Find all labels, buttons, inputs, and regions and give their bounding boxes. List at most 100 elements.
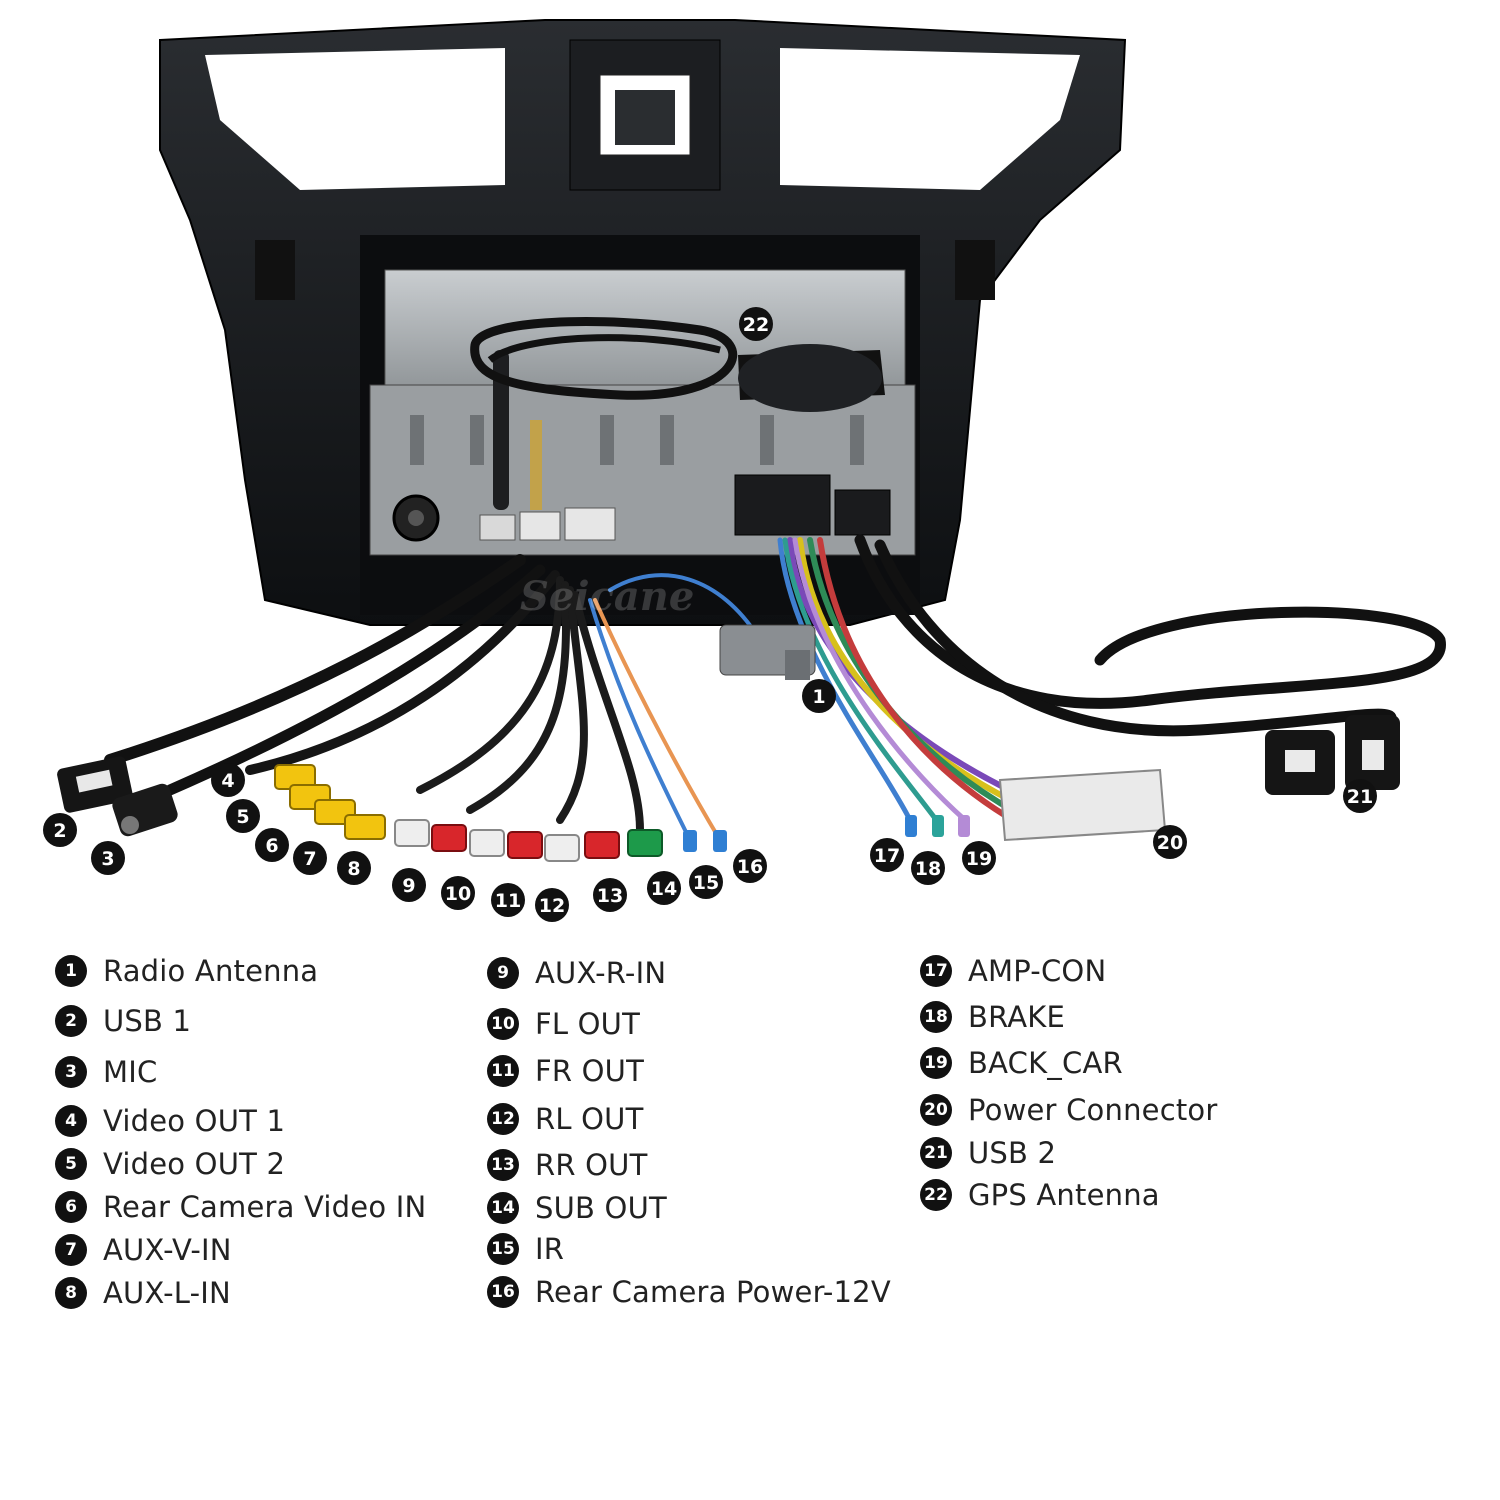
legend-number-badge: 14 xyxy=(487,1192,519,1224)
legend-number-badge: 6 xyxy=(55,1191,87,1223)
callout-circle xyxy=(739,307,773,341)
legend-label: GPS Antenna xyxy=(968,1178,1160,1212)
callout-19: 19 xyxy=(962,841,996,875)
legend-label: RR OUT xyxy=(535,1148,648,1182)
callout-number: 11 xyxy=(495,890,521,912)
callout-circle xyxy=(870,838,904,872)
callout-circle xyxy=(733,849,767,883)
legend-number-badge: 2 xyxy=(55,1005,87,1037)
legend-number-badge: 18 xyxy=(920,1001,952,1033)
callout-number: 1 xyxy=(812,686,825,708)
legend-number-badge: 11 xyxy=(487,1055,519,1087)
callout-number: 6 xyxy=(265,835,278,857)
legend-label: SUB OUT xyxy=(535,1191,667,1225)
callout-number: 2 xyxy=(53,820,66,842)
callout-number: 16 xyxy=(737,856,763,878)
callout-circle xyxy=(689,865,723,899)
connectors xyxy=(57,624,1400,862)
callout-circle xyxy=(441,876,475,910)
legend-label: BRAKE xyxy=(968,1000,1066,1034)
legend-item: 13 RR OUT xyxy=(487,1148,648,1182)
callout-number: 14 xyxy=(651,878,677,900)
callout-7: 7 xyxy=(293,841,327,875)
callout-number: 5 xyxy=(236,806,249,828)
head-unit-chassis xyxy=(360,235,920,615)
callout-circle xyxy=(293,841,327,875)
callout-circle xyxy=(593,878,627,912)
legend-number-badge: 22 xyxy=(920,1179,952,1211)
callout-10: 10 xyxy=(441,876,475,910)
callout-number: 13 xyxy=(597,885,623,907)
legend-label: AUX-R-IN xyxy=(535,956,667,990)
callout-number: 3 xyxy=(101,848,114,870)
legend-label: AMP-CON xyxy=(968,954,1107,988)
legend-label: Power Connector xyxy=(968,1093,1218,1127)
callout-22: 22 xyxy=(739,307,773,341)
callout-circle xyxy=(647,871,681,905)
legend-number-badge: 8 xyxy=(55,1277,87,1309)
callout-number: 4 xyxy=(221,770,234,792)
callout-18: 18 xyxy=(911,851,945,885)
callout-5: 5 xyxy=(226,799,260,833)
legend-label: Rear Camera Video IN xyxy=(103,1190,427,1224)
legend-label: Video OUT 2 xyxy=(103,1147,286,1181)
callout-13: 13 xyxy=(593,878,627,912)
callout-circle xyxy=(802,679,836,713)
legend-number-badge: 7 xyxy=(55,1234,87,1266)
legend-number-badge: 5 xyxy=(55,1148,87,1180)
legend-number-badge: 1 xyxy=(55,955,87,987)
legend-number-badge: 13 xyxy=(487,1149,519,1181)
legend-number-badge: 9 xyxy=(487,957,519,989)
legend-item: 18 BRAKE xyxy=(920,1000,1065,1034)
callout-circle xyxy=(1343,779,1377,813)
legend-label: Radio Antenna xyxy=(103,954,319,988)
legend-item: 1 Radio Antenna xyxy=(55,954,318,988)
callout-circle xyxy=(211,763,245,797)
legend-label: Rear Camera Power-12V xyxy=(535,1275,891,1309)
callout-circle xyxy=(91,841,125,875)
callout-2: 2 xyxy=(43,813,77,847)
callout-number: 20 xyxy=(1157,832,1183,854)
callout-number: 21 xyxy=(1347,786,1373,808)
callout-11: 11 xyxy=(491,883,525,917)
callout-number: 18 xyxy=(915,858,941,880)
callout-17: 17 xyxy=(870,838,904,872)
callout-9: 9 xyxy=(392,868,426,902)
head-unit-wiring-photo: Seicane 12345678910111213141516171819202… xyxy=(43,19,1446,922)
legend-number-badge: 12 xyxy=(487,1103,519,1135)
callout-circle xyxy=(255,828,289,862)
legend-number-badge: 10 xyxy=(487,1008,519,1040)
legend-item: 22 GPS Antenna xyxy=(920,1178,1160,1212)
legend-label: AUX-L-IN xyxy=(103,1276,231,1310)
callout-number: 8 xyxy=(347,858,360,880)
legend-item: 9 AUX-R-IN xyxy=(487,956,666,990)
legend-item: 20 Power Connector xyxy=(920,1093,1217,1127)
callout-number: 7 xyxy=(303,848,316,870)
callout-14: 14 xyxy=(647,871,681,905)
callout-circle xyxy=(911,851,945,885)
callout-circle xyxy=(392,868,426,902)
callout-number: 15 xyxy=(693,872,719,894)
callout-6: 6 xyxy=(255,828,289,862)
callout-circle xyxy=(1153,825,1187,859)
gps-antenna xyxy=(470,317,885,412)
callout-circle xyxy=(43,813,77,847)
watermark-text: Seicane xyxy=(520,573,694,620)
callout-15: 15 xyxy=(689,865,723,899)
legend-number-badge: 20 xyxy=(920,1094,952,1126)
legend-label: Video OUT 1 xyxy=(103,1104,286,1138)
legend-number-badge: 15 xyxy=(487,1233,519,1265)
callout-8: 8 xyxy=(337,851,371,885)
callout-number: 17 xyxy=(874,845,900,867)
